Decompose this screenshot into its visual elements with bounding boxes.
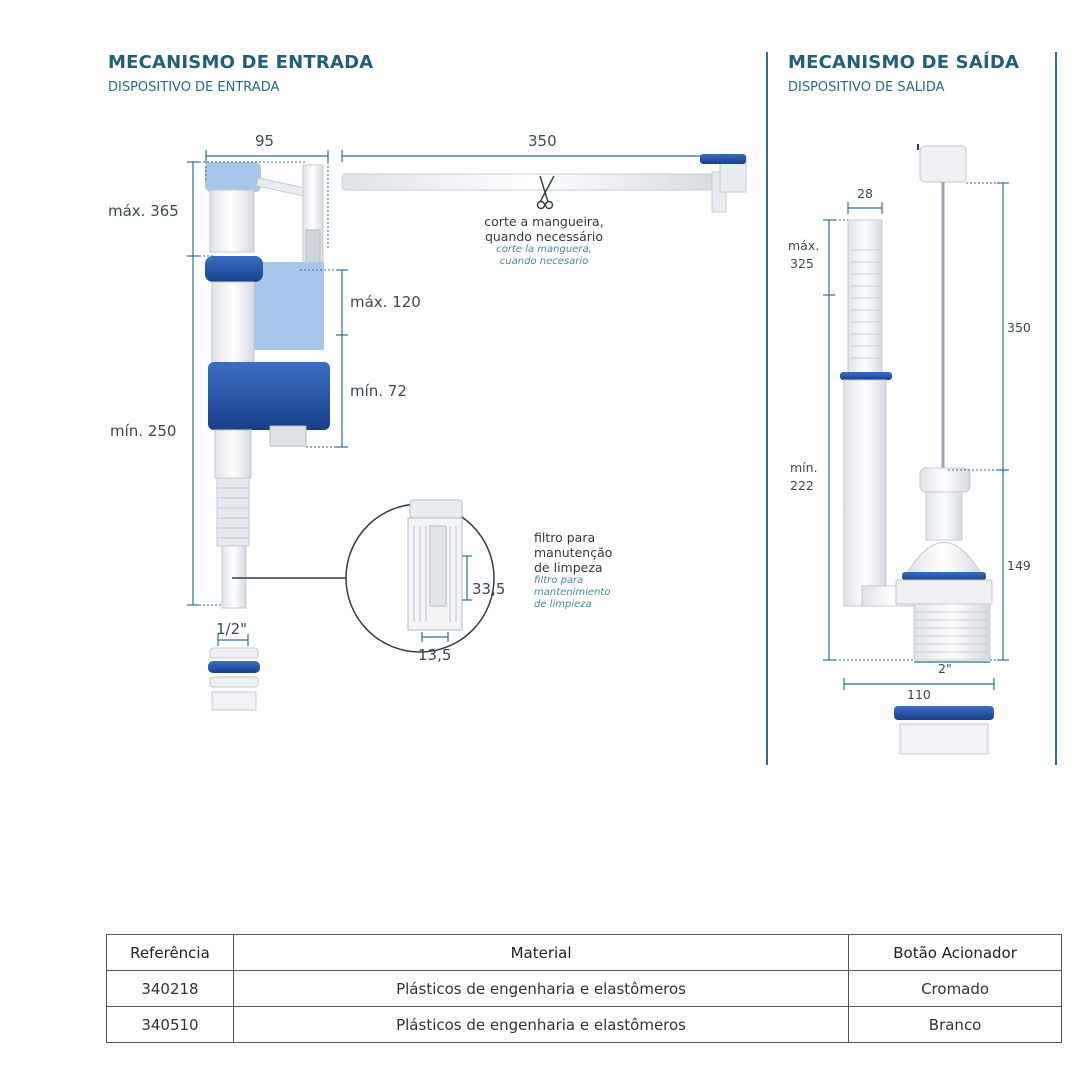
header-material: Material [232,934,850,971]
outlet-subtitle: DISPOSITIVO DE SALIDA [788,80,945,95]
outlet-max-label: máx. [788,238,820,253]
filter-width-label: 13,5 [418,646,452,664]
filter-note: filtro para manutenção de limpeza filtro… [534,530,613,610]
table-row: 340218 Plásticos de engenharia e elastôm… [106,970,1062,1007]
float-max-label: máx. 120 [350,293,421,311]
header-reference: Referência [106,934,234,971]
technical-drawing [187,52,1057,765]
cell-button: Branco [848,1006,1062,1043]
filter-height-label: 33,5 [472,580,506,598]
outlet-rod-length-label: 350 [1007,320,1031,335]
outlet-min-value: 222 [790,478,814,493]
inlet-subtitle: DISPOSITIVO DE ENTRADA [108,80,280,95]
inlet-thread-label: 1/2" [216,620,248,638]
scissors-icon [536,175,555,210]
outlet-min-label: mín. [790,460,818,475]
header-button: Botão Acionador [848,934,1062,971]
inlet-width-label: 95 [255,132,275,150]
cell-reference: 340218 [106,970,234,1007]
hose-illustration [341,154,747,213]
outlet-valve-illustration [840,144,994,755]
outlet-max-value: 325 [790,256,814,271]
inlet-valve-illustration [205,162,330,711]
hose-cut-note: corte a mangueira, quando necessário cor… [484,214,604,267]
cell-reference: 340510 [106,1006,234,1043]
outlet-base-height-label: 149 [1007,558,1031,573]
outlet-pipe-width-label: 28 [857,186,873,201]
outlet-base-width-label: 110 [907,687,931,702]
outlet-title: MECANISMO DE SAÍDA [788,52,1020,73]
filter-detail [232,499,495,653]
hose-length-label: 350 [528,132,557,150]
inlet-title: MECANISMO DE ENTRADA [108,52,374,73]
inlet-max-height-label: máx. 365 [108,202,179,220]
cell-button: Cromado [848,970,1062,1007]
inlet-dimension-lines [187,150,746,606]
cell-material: Plásticos de engenharia e elastômeros [232,1006,850,1043]
specification-table: Referência Material Botão Acionador 3402… [106,934,1062,1043]
table-header-row: Referência Material Botão Acionador [106,934,1062,971]
float-min-label: mín. 72 [350,382,407,400]
cell-material: Plásticos de engenharia e elastômeros [232,970,850,1007]
table-row: 340510 Plásticos de engenharia e elastôm… [106,1006,1062,1043]
outlet-dimension-lines [823,182,1009,690]
outlet-thread-label: 2" [938,661,952,676]
inlet-min-height-label: mín. 250 [110,422,177,440]
